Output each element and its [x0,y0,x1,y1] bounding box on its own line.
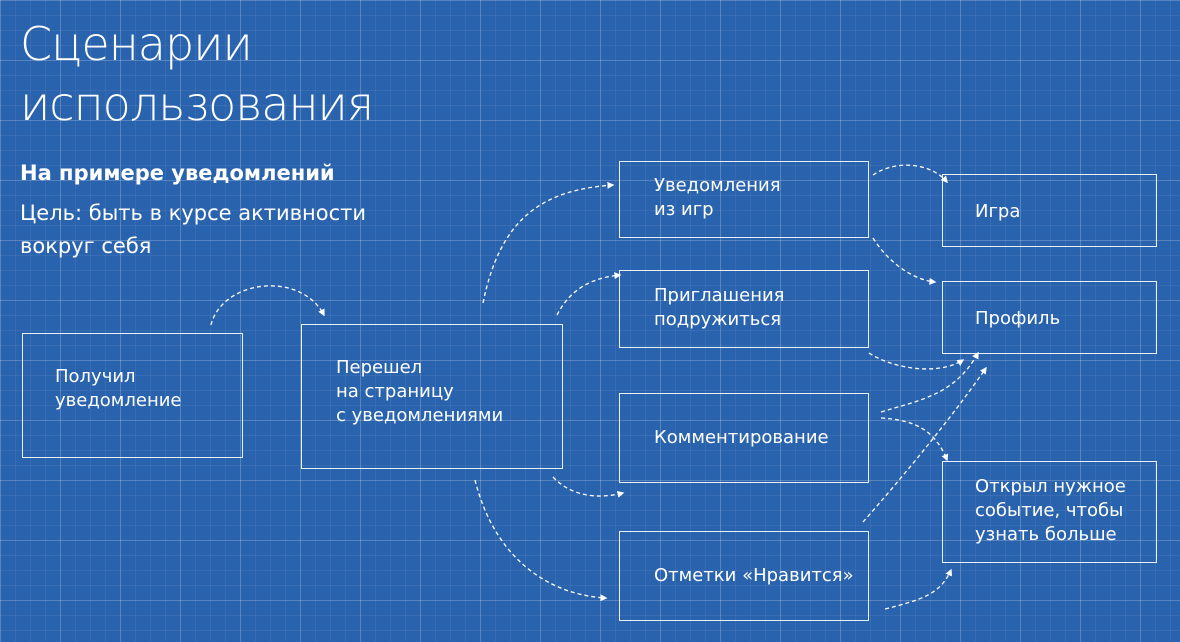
arrow-commenting-to-opened-event [880,417,949,462]
arrow-likes-to-profile [862,366,987,523]
arrow-navigated-to-friend-invites [556,272,622,316]
arrow-game-notifications-to-profile [872,237,937,285]
box-label: Уведомления из игр [654,175,781,220]
box-opened-event: Открыл нужное событие, чтобы узнать боль… [942,461,1157,563]
box-label: Получил уведомление [55,366,182,411]
box-label: Отметки «Нравится» [654,565,854,586]
arrow-likes-to-opened-event [884,568,952,610]
box-game: Игра [942,174,1157,247]
box-profile: Профиль [942,281,1157,354]
arrow-navigated-to-likes [474,479,608,602]
arrow-received-to-navigated [210,285,325,326]
goal-text: Цель: быть в курсе активности вокруг себ… [20,201,367,258]
box-friend-invites: Приглашения подружиться [619,270,869,348]
arrow-commenting-to-profile [880,351,979,413]
box-likes: Отметки «Нравится» [619,531,869,621]
box-label: Комментирование [654,427,829,448]
box-label: Приглашения подружиться [654,285,785,330]
arrow-game-notifications-to-game [872,164,948,184]
box-navigated-to-notifications: Перешел на страницу с уведомлениями [301,324,563,469]
box-received-notification: Получил уведомление [22,333,243,458]
page-title: Сценарии использования [20,17,374,131]
box-label: Профиль [975,308,1061,329]
arrow-navigated-to-game-notifications [482,181,615,304]
box-label: Перешел на страницу с уведомлениями [336,357,504,426]
arrow-navigated-to-commenting [552,476,625,498]
box-game-notifications: Уведомления из игр [619,161,869,238]
subtitle: На примере уведомлений [20,161,335,185]
box-label: Игра [975,201,1021,222]
box-label: Открыл нужное событие, чтобы узнать боль… [975,476,1126,545]
box-commenting: Комментирование [619,393,869,483]
arrow-friend-invites-to-profile [868,352,965,370]
